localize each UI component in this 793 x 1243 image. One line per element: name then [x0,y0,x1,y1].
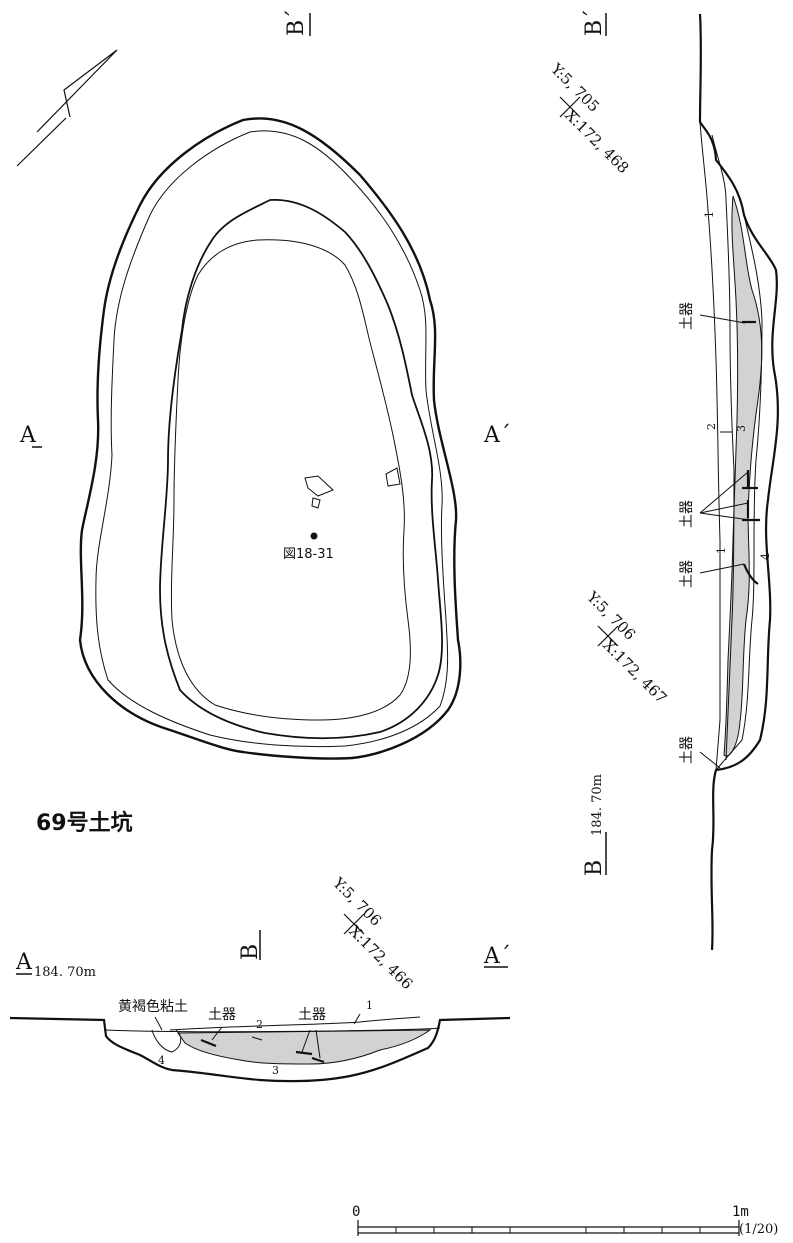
profile-ab-label-a-prime: A´ [484,944,511,969]
plan-label-a-prime: A´ [484,423,511,448]
profile-b-layer-label-4: 4 [759,553,772,560]
plan-view [78,117,462,760]
profile-b-layer-label-1b: 1 [715,547,728,554]
page-title: 69号土坑 [36,811,133,836]
profile-b-label-b-prime: B´ [582,8,607,36]
profile-b-annotation-2: 土器 [679,500,695,528]
plan-potsherd [385,467,401,487]
profile-b-label-b: B [582,859,607,876]
profile-ab-sherds [200,1038,325,1064]
profile-b-annotation-1: 土器 [679,302,695,330]
scale-end-label: 1m [732,1204,749,1220]
plan-label-a: A [20,423,36,448]
scale-bar [357,1220,740,1236]
profile-b-layer4 [715,214,763,771]
profile-b [605,13,779,951]
profile-b-layer-label-2: 2 [705,423,718,430]
profile-ab-layer1 [169,1016,421,1031]
coord-cross-profile-ab [343,913,365,935]
profile-ab-annotation-sherd-1: 土器 [208,1007,236,1023]
profile-b-layer-label-1: 1 [703,211,716,218]
sample-point-label: 図18-31 [283,547,334,562]
profile-b-sherds [742,320,760,585]
plan-stone-small [311,497,321,509]
profile-ab-layer-label-1: 1 [366,999,373,1012]
profile-ab-pit-edge [103,1027,441,1033]
plan-outer-edge [78,117,462,760]
profile-ab-layer-label-3: 3 [272,1064,279,1077]
north-arrow-icon [16,49,118,167]
profile-ab-annotation-clay: 黄褐色粘土 [118,999,188,1015]
coord-cross-profile-b [597,625,619,647]
profile-b-leaders [699,314,751,769]
scale-ratio-label: (1/20) [739,1222,779,1237]
profile-ab-label-a: A [16,950,32,975]
plan-floor-edge [170,239,411,721]
profile-ab-layer-label-4: 4 [158,1054,165,1067]
plan-stone [304,475,334,497]
plan-mid-edge [159,199,443,740]
profile-ab-leaders [154,1013,361,1059]
profile-b-annotation-3: 土器 [679,560,695,588]
plan-label-b-prime: B´ [284,8,309,36]
scale-start-label: 0 [352,1204,361,1220]
profile-ab-layer-label-2: 2 [256,1018,263,1031]
sample-point-icon [310,532,318,540]
profile-ab-surface [9,1016,511,1083]
profile-b-layer-label-3: 3 [735,425,748,432]
profile-b-surface [698,13,779,951]
profile-b-annotation-4: 土器 [679,736,695,764]
profile-ab-elevation: 184. 70m [34,965,96,980]
coord-cross-upper [559,96,581,118]
profile-ab-annotation-sherd-2: 土器 [298,1007,326,1023]
profile-ab [9,966,511,1083]
profile-b-pit-edge [699,121,721,771]
plan-upper-edge [95,130,449,748]
profile-ab-layer4 [151,1029,182,1053]
profile-ab-label-b: B [238,943,263,960]
profile-b-layer1 [711,134,735,761]
profile-b-elevation: 184. 70m [590,774,605,836]
